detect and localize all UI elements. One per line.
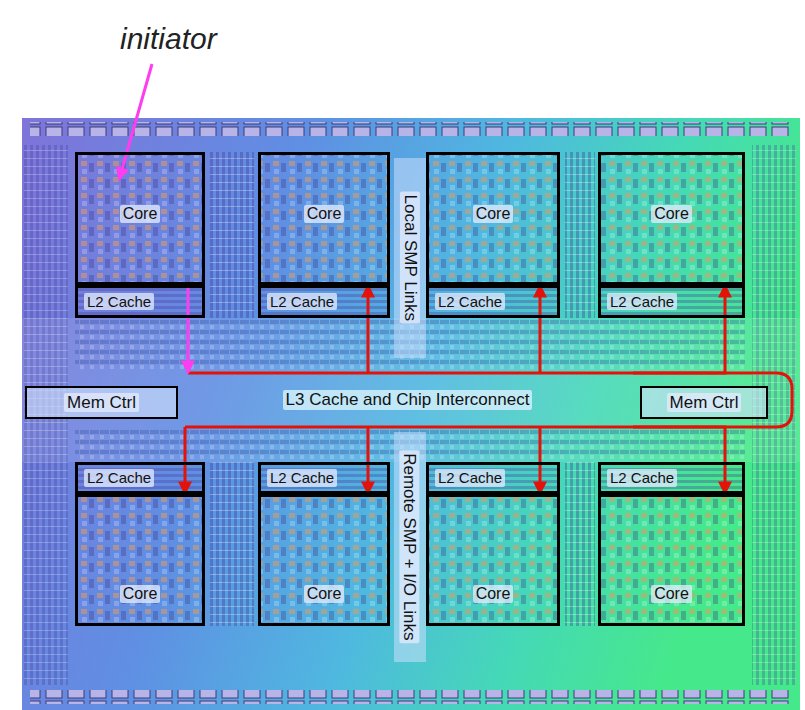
core-logic xyxy=(598,152,745,285)
broadcast-arrow xyxy=(184,427,187,494)
core-box: Core xyxy=(598,494,745,626)
edram-column xyxy=(565,152,595,318)
block-label: L2 Cache xyxy=(267,293,337,310)
edram-column xyxy=(565,462,595,626)
cache-array xyxy=(258,462,390,494)
core-logic xyxy=(75,152,205,285)
block-label: L2 Cache xyxy=(607,293,677,310)
block-label: Core xyxy=(304,205,345,223)
core-box: Core xyxy=(258,152,390,285)
core-box: Core xyxy=(75,494,205,626)
die-background xyxy=(22,118,800,710)
smp-link-strip: Local SMP Links xyxy=(394,158,426,358)
block-label: Core xyxy=(304,585,345,603)
pad-row xyxy=(30,690,790,704)
block-label: L3 Cache and Chip Interconnect xyxy=(283,390,533,410)
core-logic xyxy=(258,152,390,285)
edram-column xyxy=(210,152,254,318)
broadcast-arrow xyxy=(367,427,370,494)
core-logic xyxy=(258,494,390,626)
link-label: Remote SMP + I/O Links xyxy=(400,450,420,643)
block-label: Core xyxy=(473,585,514,603)
block-label: L2 Cache xyxy=(267,469,337,486)
broadcast-ring xyxy=(185,373,792,427)
l2-cache-box: L2 Cache xyxy=(258,285,390,318)
block-label: Mem Ctrl xyxy=(667,393,742,413)
l2-cache-box: L2 Cache xyxy=(426,285,560,318)
l2-cache-box: L2 Cache xyxy=(75,462,205,494)
block-label: L2 Cache xyxy=(435,469,505,486)
core-box: Core xyxy=(598,152,745,285)
smp-link-strip: Remote SMP + I/O Links xyxy=(394,432,426,662)
core-logic xyxy=(75,494,205,626)
l2-cache-box: L2 Cache xyxy=(598,462,745,494)
block-label: Core xyxy=(120,205,161,223)
link-label: Local SMP Links xyxy=(400,192,420,324)
leader-arrow xyxy=(119,64,152,180)
block-label: Core xyxy=(651,585,692,603)
l2-cache-box: L2 Cache xyxy=(258,462,390,494)
broadcast-arrow xyxy=(539,285,542,373)
block-label: L2 Cache xyxy=(84,469,154,486)
callout-label: initiator xyxy=(120,22,217,55)
block-label: L2 Cache xyxy=(84,293,154,310)
core-box: Core xyxy=(426,152,560,285)
core-box: Core xyxy=(75,152,205,285)
cache-array xyxy=(598,285,745,318)
block-label: Core xyxy=(120,585,161,603)
core-logic xyxy=(598,494,745,626)
edram-column xyxy=(210,462,254,626)
core-box: Core xyxy=(426,494,560,626)
cache-array xyxy=(598,462,745,494)
block-label: Core xyxy=(473,205,514,223)
block-label: L2 Cache xyxy=(607,469,677,486)
memory-controller-box: Mem Ctrl xyxy=(25,386,178,419)
block-label: Mem Ctrl xyxy=(64,393,139,413)
core-logic xyxy=(426,152,560,285)
l3-interconnect-band: L3 Cache and Chip Interconnect xyxy=(180,373,635,427)
l2-cache-box: L2 Cache xyxy=(75,285,205,318)
memory-controller-box: Mem Ctrl xyxy=(640,386,768,419)
pad-row xyxy=(30,122,790,136)
core-box: Core xyxy=(258,494,390,626)
l2-cache-box: L2 Cache xyxy=(598,285,745,318)
core-logic xyxy=(426,494,560,626)
l2-cache-box: L2 Cache xyxy=(426,462,560,494)
request-arrow xyxy=(187,285,190,373)
block-label: L2 Cache xyxy=(435,293,505,310)
broadcast-arrow xyxy=(539,427,542,494)
block-label: Core xyxy=(651,205,692,223)
cache-array xyxy=(258,285,390,318)
cache-array xyxy=(75,285,205,318)
broadcast-arrow xyxy=(367,285,370,373)
